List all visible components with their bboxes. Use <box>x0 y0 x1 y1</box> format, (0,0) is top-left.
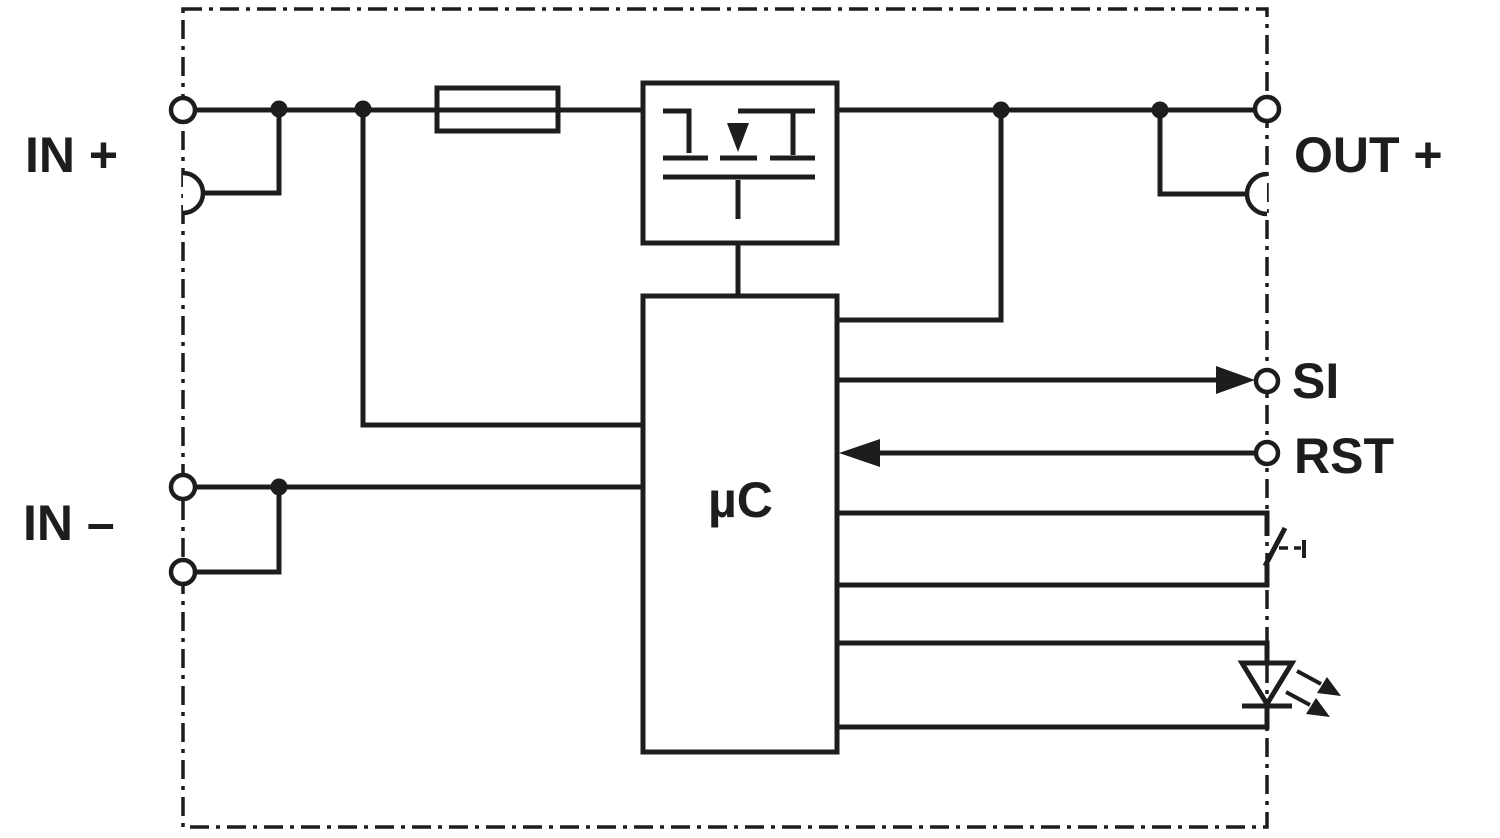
wire-in-plus-bridge <box>203 110 282 196</box>
mosfet-body-arrow <box>727 123 749 152</box>
led-icon <box>1237 660 1341 717</box>
mosfet-source-lead <box>663 108 692 153</box>
si-label: SI <box>1292 353 1339 409</box>
led-ray-shaft <box>1285 690 1311 707</box>
mosfet-icon <box>640 80 840 246</box>
wire-switch-top <box>837 510 1270 536</box>
wire-in-minus-bridge <box>196 487 282 575</box>
led-ray-arrowhead <box>1306 698 1330 717</box>
junction-dot <box>270 100 288 118</box>
mcu-label: µC <box>708 472 773 528</box>
wire-out-sense-to-mcu <box>837 110 1004 323</box>
terminal-in-minus-1 <box>168 472 198 502</box>
switch-blade <box>1262 526 1288 568</box>
in-minus-label: IN – <box>23 495 115 551</box>
labels: IN + IN – OUT + SI RST <box>23 127 1443 551</box>
enclosure-dash-dot-border <box>181 7 1269 829</box>
led-ray-arrowhead <box>1317 677 1341 696</box>
switch-contact-icon <box>1262 526 1306 568</box>
junction-dot <box>1151 101 1169 119</box>
terminal-out-plus-2 <box>1244 171 1268 217</box>
rst-arrowhead-icon <box>839 439 880 467</box>
junction-dot <box>270 478 288 496</box>
si-arrowhead-icon <box>1216 366 1255 394</box>
in-plus-label: IN + <box>25 127 118 183</box>
fuse-body <box>434 85 561 134</box>
junction-dot <box>354 100 372 118</box>
wire-network <box>196 107 1270 730</box>
mcu-box <box>640 293 840 755</box>
out-plus-label: OUT + <box>1294 127 1443 183</box>
wire-in-plus-sense-to-mcu <box>360 110 643 428</box>
led-triangle <box>1237 660 1297 709</box>
wire-led-top <box>837 640 1270 663</box>
terminal-in-plus-1 <box>168 95 198 125</box>
junction-dots <box>270 100 1169 496</box>
terminal-si <box>1253 367 1281 395</box>
terminal-out-plus-1 <box>1252 94 1282 124</box>
terminal-in-plus-2 <box>182 170 206 216</box>
rst-label: RST <box>1294 428 1394 484</box>
terminals <box>168 94 1282 587</box>
terminal-in-minus-2 <box>168 557 198 587</box>
terminal-rst <box>1253 439 1281 467</box>
wire-switch-bottom <box>837 564 1270 588</box>
wire-out-plus-bridge <box>1157 110 1247 197</box>
junction-dot <box>992 101 1010 119</box>
microcontroller-block: µC <box>640 293 840 755</box>
wire-led-bottom <box>837 707 1270 730</box>
led-ray-shaft <box>1296 669 1322 686</box>
si-output <box>837 366 1255 394</box>
rst-input <box>839 439 1256 467</box>
mosfet-box <box>640 80 840 246</box>
fuse-icon <box>434 85 561 134</box>
